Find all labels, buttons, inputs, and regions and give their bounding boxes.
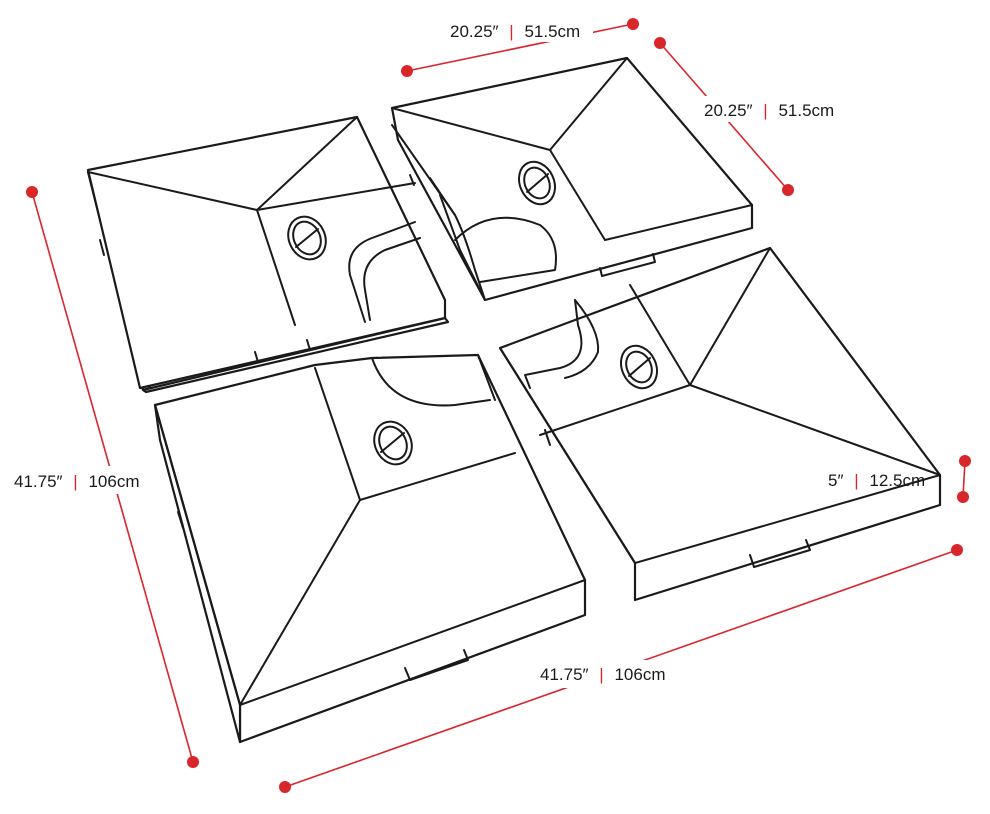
svg-text:41.75″ | 106cm: 41.75″ | 106cm	[540, 665, 665, 684]
dim-separator: |	[599, 665, 603, 684]
base-piece-back-left	[86, 115, 450, 394]
dim-metric: 51.5cm	[778, 101, 834, 120]
dimension-endpoint	[627, 18, 639, 30]
dimension-height: 5″ | 12.5cm	[828, 455, 971, 503]
base-piece-back-right	[390, 56, 754, 302]
dim-separator: |	[509, 22, 513, 41]
dimension-endpoint	[957, 491, 969, 503]
dim-imperial: 20.25″	[704, 101, 753, 120]
dim-imperial: 41.75″	[540, 665, 589, 684]
dim-metric: 106cm	[614, 665, 665, 684]
dimension-endpoint	[782, 184, 794, 196]
dim-separator: |	[854, 471, 858, 490]
dimension-endpoint	[959, 455, 971, 467]
dimension-top-depth: 20.25″ | 51.5cm	[654, 37, 850, 196]
dim-separator: |	[763, 101, 767, 120]
dimension-endpoint	[401, 65, 413, 77]
dim-metric: 106cm	[88, 472, 139, 491]
dimension-total-width: 41.75″ | 106cm	[279, 544, 963, 793]
dimension-endpoint	[279, 781, 291, 793]
dimension-top-width: 20.25″ | 51.5cm	[401, 18, 639, 77]
dim-metric: 51.5cm	[524, 22, 580, 41]
dim-metric: 12.5cm	[869, 471, 925, 490]
dimension-endpoint	[187, 756, 199, 768]
svg-text:20.25″ | 51.5cm: 20.25″ | 51.5cm	[450, 22, 580, 41]
dim-imperial: 20.25″	[450, 22, 499, 41]
dimension-endpoint	[26, 186, 38, 198]
svg-text:5″ | 12.5cm: 5″ | 12.5cm	[828, 471, 925, 490]
dimension-endpoint	[951, 544, 963, 556]
dimension-total-depth: 41.75″ | 106cm	[10, 186, 199, 768]
base-piece-front-left	[153, 353, 587, 744]
dim-separator: |	[73, 472, 77, 491]
dim-imperial: 5″	[828, 471, 843, 490]
svg-text:41.75″ | 106cm: 41.75″ | 106cm	[14, 472, 139, 491]
dimension-endpoint	[654, 37, 666, 49]
svg-text:20.25″ | 51.5cm: 20.25″ | 51.5cm	[704, 101, 834, 120]
base-piece-front-right	[498, 246, 942, 602]
dim-imperial: 41.75″	[14, 472, 63, 491]
